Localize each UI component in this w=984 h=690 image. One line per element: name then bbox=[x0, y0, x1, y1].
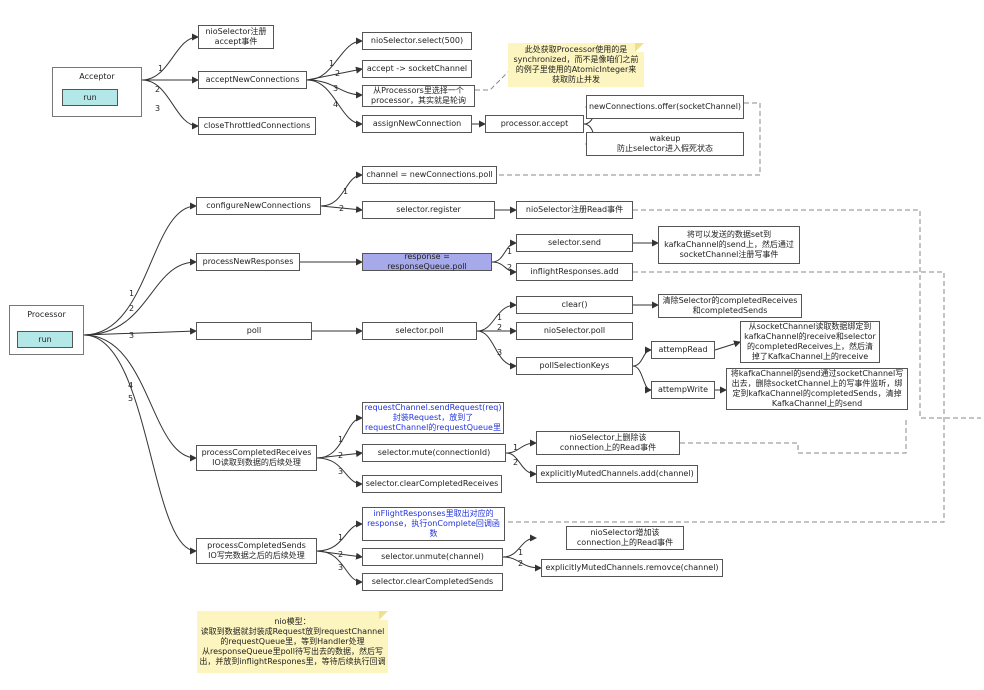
node-muted-channels-remove[interactable]: explicitlyMutedChannels.removce(channel) bbox=[541, 559, 723, 577]
edge-label: 2 bbox=[518, 559, 524, 568]
node-new-connections-offer[interactable]: newConnections.offer(socketChannel) bbox=[586, 95, 744, 119]
edge-label: 1 bbox=[338, 435, 344, 444]
edge-label: 4 bbox=[128, 381, 134, 390]
edge-label: 3 bbox=[155, 104, 161, 113]
edge-label: 3 bbox=[129, 331, 135, 340]
edge-label: 2 bbox=[513, 458, 519, 467]
edge-label: 1 bbox=[343, 187, 349, 196]
edge-label: 2 bbox=[129, 304, 135, 313]
edge-label: 3 bbox=[497, 348, 503, 357]
node-inflight-responses-add[interactable]: inflightResponses.add bbox=[516, 263, 633, 281]
processor-run-button[interactable]: run bbox=[17, 331, 73, 348]
node-nioselector-select[interactable]: nioSelector.select(500) bbox=[362, 32, 472, 50]
node-process-new-responses[interactable]: processNewResponses bbox=[196, 253, 300, 271]
node-poll[interactable]: poll bbox=[196, 322, 312, 340]
edge-label: 1 bbox=[158, 64, 164, 73]
note-fold-icon bbox=[635, 43, 644, 52]
node-add-read-event[interactable]: nioSelector增加该 connection上的Read事件 bbox=[566, 526, 684, 550]
node-accept-new-connections[interactable]: acceptNewConnections bbox=[198, 71, 307, 89]
node-attemp-write[interactable]: attempWrite bbox=[651, 381, 715, 399]
edge-label: 1 bbox=[507, 247, 513, 256]
acceptor-run-button[interactable]: run bbox=[62, 89, 118, 106]
edge-label: 2 bbox=[335, 69, 341, 78]
edge-label: 4 bbox=[333, 100, 339, 109]
node-nioselector-poll[interactable]: nioSelector.poll bbox=[516, 322, 633, 340]
node-send-request[interactable]: requestChannel.sendRequest(req) 封装Reques… bbox=[362, 402, 504, 434]
edge-label: 1 bbox=[497, 313, 503, 322]
node-remove-read-event[interactable]: nioSelector上删除该 connection上的Read事件 bbox=[536, 431, 680, 455]
node-selector-poll[interactable]: selector.poll bbox=[362, 322, 477, 340]
edge-label: 1 bbox=[329, 59, 335, 68]
note-synchronized: 此处获取Processor使用的是 synchronized，而不是像咱们之前 … bbox=[508, 43, 644, 87]
node-processor-accept[interactable]: processor.accept bbox=[485, 115, 584, 133]
node-configure-new-connections[interactable]: configureNewConnections bbox=[196, 197, 321, 215]
node-clear[interactable]: clear() bbox=[516, 296, 633, 314]
edge-label: 2 bbox=[497, 323, 503, 332]
node-response-queue-poll[interactable]: response = responseQueue.poll bbox=[362, 252, 492, 271]
edge-label: 3 bbox=[333, 84, 339, 93]
node-assign-new-connection[interactable]: assignNewConnection bbox=[362, 115, 472, 133]
node-clear-completed-sends[interactable]: selector.clearCompletedSends bbox=[362, 573, 503, 591]
node-register-read-event[interactable]: nioSelector注册Read事件 bbox=[516, 201, 633, 219]
node-selector-mute[interactable]: selector.mute(connectionId) bbox=[362, 444, 506, 462]
node-process-completed-receives[interactable]: processCompletedReceives IO读取到数据的后续处理 bbox=[196, 445, 317, 471]
node-selector-register[interactable]: selector.register bbox=[362, 201, 495, 219]
acceptor-title: Acceptor bbox=[79, 72, 115, 81]
node-read-description[interactable]: 从socketChannel读取数据绑定到 kafkaChannel的recei… bbox=[740, 321, 880, 363]
note-nio-model: nio模型： 读取到数据就封装成Request放到requestChannel … bbox=[197, 611, 388, 673]
note-synchronized-text: 此处获取Processor使用的是 synchronized，而不是像咱们之前 … bbox=[513, 45, 639, 84]
edge-label: 2 bbox=[338, 451, 344, 460]
node-poll-selection-keys[interactable]: pollSelectionKeys bbox=[516, 357, 633, 375]
node-selector-send[interactable]: selector.send bbox=[516, 234, 633, 252]
edge-label: 2 bbox=[338, 550, 344, 559]
node-send-description[interactable]: 将可以发送的数据set到 kafkaChannel的send上，然后通过 soc… bbox=[658, 226, 800, 264]
node-choose-processor[interactable]: 从Processors里选择一个 processor，其实就是轮询 bbox=[362, 85, 475, 107]
node-clear-description[interactable]: 清除Selector的completedReceives 和completedS… bbox=[658, 294, 802, 318]
processor-title: Processor bbox=[27, 310, 66, 319]
node-clear-completed-receives[interactable]: selector.clearCompletedReceives bbox=[362, 475, 502, 493]
edge-label: 5 bbox=[128, 394, 134, 403]
edge-label: 2 bbox=[155, 85, 161, 94]
node-attemp-read[interactable]: attempRead bbox=[651, 341, 715, 359]
node-inflight-responses-remove[interactable]: inFlightResponses里取出对应的 response，执行onCom… bbox=[362, 507, 505, 541]
node-process-completed-sends[interactable]: processCompletedSends IO写完数据之后的后续处理 bbox=[196, 538, 317, 564]
edge-label: 3 bbox=[338, 563, 344, 572]
edge-label: 1 bbox=[513, 443, 519, 452]
node-write-description[interactable]: 将kafkaChannel的send通过socketChannel写 出去，删除… bbox=[726, 368, 908, 410]
edge-label: 1 bbox=[129, 289, 135, 298]
edge-label: 1 bbox=[338, 533, 344, 542]
edge-label: 2 bbox=[339, 204, 345, 213]
node-selector-unmute[interactable]: selector.unmute(channel) bbox=[362, 548, 503, 566]
node-nioselector-register-accept[interactable]: nioSelector注册 accept事件 bbox=[198, 25, 274, 49]
node-close-throttled-connections[interactable]: closeThrottledConnections bbox=[198, 117, 316, 135]
edge-label: 2 bbox=[507, 263, 513, 272]
edge-label: 1 bbox=[518, 548, 524, 557]
node-muted-channels-add[interactable]: explicitlyMutedChannels.add(channel) bbox=[536, 465, 698, 483]
node-accept-socketchannel[interactable]: accept -> socketChannel bbox=[362, 60, 472, 78]
node-channel-poll[interactable]: channel = newConnections.poll bbox=[362, 166, 497, 184]
note-nio-model-text: nio模型： 读取到数据就封装成Request放到requestChannel … bbox=[199, 617, 386, 666]
node-wakeup[interactable]: wakeup 防止selector进入假死状态 bbox=[586, 132, 744, 156]
note-fold-icon bbox=[379, 611, 388, 620]
edge-label: 3 bbox=[338, 467, 344, 476]
